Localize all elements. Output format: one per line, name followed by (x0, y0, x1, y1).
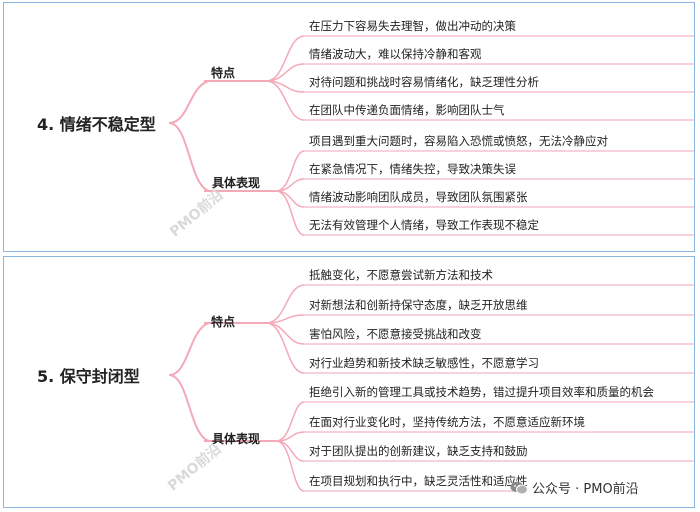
list-item: 无法有效管理个人情绪，导致工作表现不稳定 (309, 218, 539, 232)
wechat-icon (510, 481, 528, 495)
list-item: 在压力下容易失去理智，做出冲动的决策 (309, 19, 516, 33)
footer-text: 公众号 · PMO前沿 (532, 482, 639, 497)
category-manifestations: 具体表现 (212, 176, 261, 190)
section-emotional-unstable: 4. 情绪不稳定型 特点 具体表现 在压力下容易失去理智，做出冲动的决策 情绪波… (3, 2, 695, 252)
section-2-branches (168, 284, 694, 492)
list-item: 害怕风险，不愿意接受挑战和改变 (309, 327, 482, 341)
section-conservative-closed: 5. 保守封闭型 特点 具体表现 抵触变化，不愿意尝试新方法和技术 对新想法和创… (3, 256, 695, 508)
section-title: 5. 保守封闭型 (37, 367, 140, 386)
list-item: 在紧急情况下，情绪失控，导致决策失误 (309, 162, 516, 176)
list-item: 项目遇到重大问题时，容易陷入恐慌或愤怒，无法冷静应对 (309, 134, 608, 148)
list-item: 对行业趋势和新技术缺乏敏感性，不愿意学习 (309, 356, 539, 370)
section-title: 4. 情绪不稳定型 (37, 115, 156, 134)
list-item: 对待问题和挑战时容易情绪化，缺乏理性分析 (309, 75, 539, 89)
section-1-branches (168, 35, 694, 236)
list-item: 情绪波动影响团队成员，导致团队氛围紧张 (309, 190, 528, 204)
footer-source: 公众号 · PMO前沿 (510, 478, 639, 497)
category-traits: 特点 (211, 66, 236, 80)
list-item: 在团队中传递负面情绪，影响团队士气 (309, 103, 505, 117)
list-item: 在项目规划和执行中，缺乏灵活性和适应性 (309, 474, 528, 488)
category-manifestations: 具体表现 (212, 432, 261, 446)
list-item: 在面对行业变化时，坚持传统方法，不愿意适应新环境 (309, 415, 585, 429)
list-item: 对于团队提出的创新建议，缺乏支持和鼓励 (309, 444, 528, 458)
list-item: 拒绝引入新的管理工具或技术趋势，错过提升项目效率和质量的机会 (309, 385, 654, 399)
list-item: 对新想法和创新持保守态度，缺乏开放思维 (309, 298, 528, 312)
category-traits: 特点 (211, 315, 236, 329)
list-item: 抵触变化，不愿意尝试新方法和技术 (309, 268, 493, 282)
list-item: 情绪波动大，难以保持冷静和客观 (309, 47, 482, 61)
